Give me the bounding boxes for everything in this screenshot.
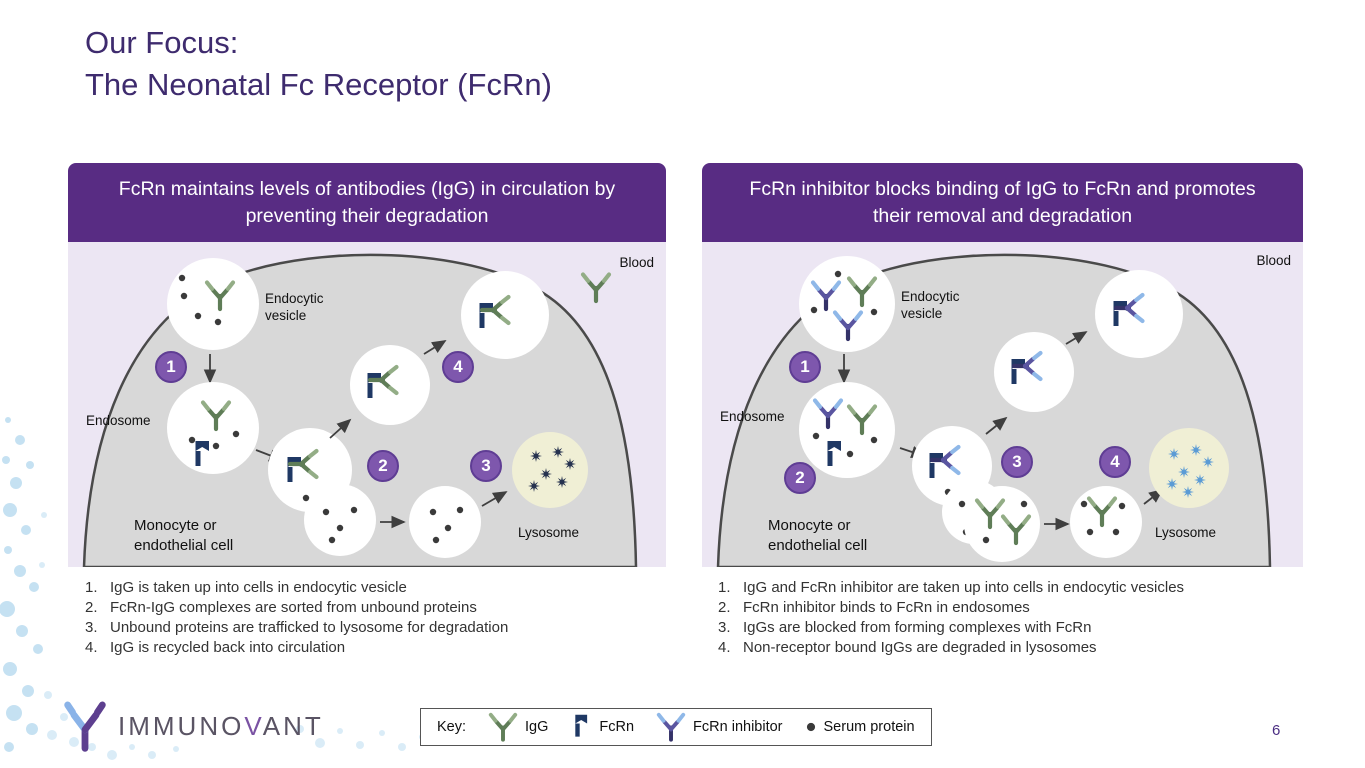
step-item: 3.Unbound proteins are trafficked to lys… <box>85 619 509 636</box>
steps-list-right: 1.IgG and FcRn inhibitor are taken up in… <box>718 578 1318 658</box>
title-line-1: Our Focus: <box>85 25 239 60</box>
blood-label: Blood <box>1256 253 1291 268</box>
step-badge-4: 4 <box>1099 446 1131 478</box>
step-item: 2.FcRn-IgG complexes are sorted from unb… <box>85 599 477 616</box>
cell-type-label: Monocyte or endothelial cell <box>768 517 868 554</box>
step-item: 1.IgG and FcRn inhibitor are taken up in… <box>718 579 1185 596</box>
page-number: 6 <box>1272 722 1281 739</box>
cell-diagram-right <box>716 253 1272 567</box>
cell-type-label: Monocyte or endothelial cell <box>134 517 234 554</box>
step-item: 2.FcRn inhibitor binds to FcRn in endoso… <box>718 599 1030 616</box>
step-item: 1.IgG is taken up into cells in endocyti… <box>85 579 407 596</box>
step-badge-4: 4 <box>442 351 474 383</box>
immunovant-logo: IMMUNOVANT <box>62 700 324 752</box>
panel-fcrn-normal: FcRn maintains levels of antibodies (IgG… <box>68 163 666 567</box>
key-item-igg: IgG <box>488 712 548 742</box>
panel-fcrn-inhibitor: FcRn inhibitor blocks binding of IgG to … <box>702 163 1303 567</box>
serum-protein-icon <box>806 722 815 732</box>
logo-wordmark: IMMUNOVANT <box>118 710 324 741</box>
panel-diagram-right: Blood Endocytic vesicle Endosome Monocyt… <box>702 242 1303 567</box>
panel-header-left: FcRn maintains levels of antibodies (IgG… <box>68 163 666 242</box>
endocytic-vesicle-label: Endocytic vesicle <box>265 291 324 323</box>
endosome-label: Endosome <box>86 413 151 428</box>
endocytic-vesicle-label: Endocytic vesicle <box>901 289 960 321</box>
blood-label: Blood <box>619 255 654 270</box>
igg-icon <box>488 712 518 742</box>
step-badge-3: 3 <box>470 450 502 482</box>
antibody-logo-icon <box>64 701 106 752</box>
legend-key-box: Key: IgG FcRn FcRn inhibitor Serum prote… <box>420 708 932 746</box>
steps-list-left: 1.IgG is taken up into cells in endocyti… <box>85 578 685 658</box>
key-item-fcrn: FcRn <box>570 713 634 741</box>
step-item: 3.IgGs are blocked from forming complexe… <box>718 619 1092 636</box>
title-line-2: The Neonatal Fc Receptor (FcRn) <box>85 66 552 102</box>
key-item-fcrn-inhibitor: FcRn inhibitor <box>656 712 783 742</box>
lysosome-label: Lysosome <box>518 525 580 540</box>
step-item: 4.IgG is recycled back into circulation <box>85 639 346 656</box>
panel-header-right: FcRn inhibitor blocks binding of IgG to … <box>702 163 1303 242</box>
key-item-serum-protein: Serum protein <box>805 719 915 735</box>
step-badge-1: 1 <box>789 351 821 383</box>
lysosome-label: Lysosome <box>1155 525 1217 540</box>
key-label: Key: <box>437 719 467 735</box>
step-badge-1: 1 <box>155 351 187 383</box>
cell-diagram-left <box>82 253 638 567</box>
step-item: 4.Non-receptor bound IgGs are degraded i… <box>718 639 1097 656</box>
step-badge-3: 3 <box>1001 446 1033 478</box>
step-badge-2: 2 <box>367 450 399 482</box>
page-title: Our Focus: The Neonatal Fc Receptor (FcR… <box>85 22 552 106</box>
fcrn-inhibitor-icon <box>656 712 686 742</box>
endosome-label: Endosome <box>720 409 785 424</box>
fcrn-icon <box>575 714 588 737</box>
step-badge-2: 2 <box>784 462 816 494</box>
panel-diagram-left: Blood Endocytic vesicle Endosome Monocyt… <box>68 242 666 567</box>
